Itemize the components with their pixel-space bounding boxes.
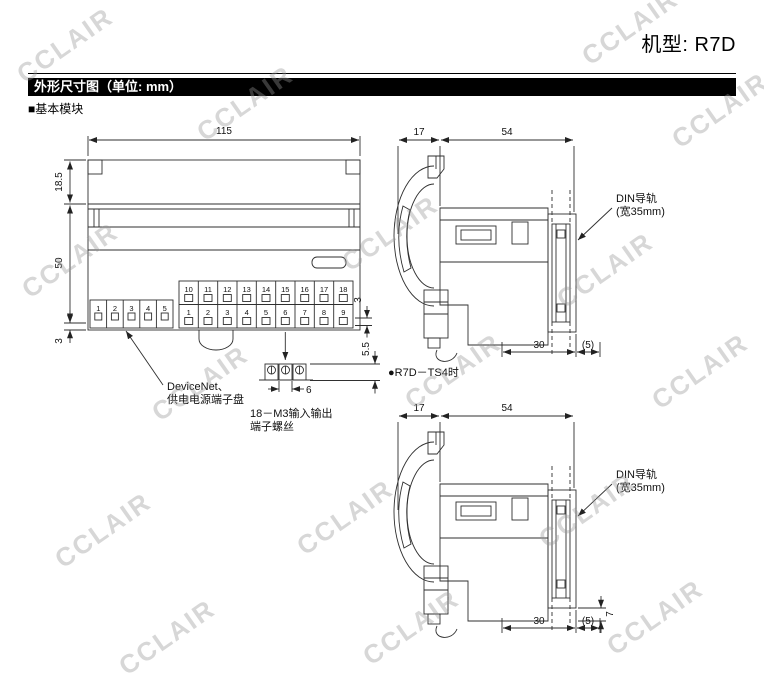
dim-screw-6: 6 bbox=[306, 385, 312, 396]
label-din-rail-line2: (宽35mm) bbox=[616, 480, 665, 494]
dim-depth-17: 17 bbox=[413, 403, 425, 414]
dim-height-18-5: 18.5 bbox=[54, 172, 65, 192]
datasheet-page: 机型: R7D 外形尺寸图（单位: mm） ■基本模块 bbox=[11, 0, 764, 681]
label-din-rail-line1: DIN导轨 bbox=[616, 191, 657, 205]
power-terminal-number: 1 bbox=[96, 304, 100, 313]
label-din-rail-line2: (宽35mm) bbox=[616, 204, 665, 218]
dim-bottom-ref-5: (5) bbox=[582, 340, 594, 351]
power-terminal-number: 2 bbox=[113, 304, 117, 313]
io-terminal-number: 10 bbox=[185, 285, 193, 294]
label-devicenet-line2: 供电电源端子盘 bbox=[167, 392, 244, 406]
io-terminal-number: 18 bbox=[339, 285, 347, 294]
screw-detail bbox=[259, 332, 313, 392]
io-terminal-number: 15 bbox=[281, 285, 289, 294]
io-terminal-number: 3 bbox=[225, 308, 229, 317]
dim-bottom-30: 30 bbox=[533, 616, 545, 627]
io-terminal-number: 2 bbox=[206, 308, 210, 317]
model-label: 机型: R7D bbox=[641, 34, 736, 56]
io-terminal-number: 11 bbox=[204, 285, 212, 294]
label-din-rail-line1: DIN导轨 bbox=[616, 467, 657, 481]
dim-depth-17: 17 bbox=[413, 127, 425, 138]
io-terminal-number: 4 bbox=[245, 308, 249, 317]
title-rule bbox=[28, 73, 736, 74]
label-screws-line1: 18－M3输入输出 bbox=[250, 406, 333, 420]
side-view-bottom-labels: 17 54 30 (5) 7 DIN导轨 (宽35mm) bbox=[413, 403, 664, 627]
dim-bottom-30: 30 bbox=[533, 340, 545, 351]
dim-screw-5-5: 5.5 bbox=[361, 342, 372, 356]
dim-depth-54: 54 bbox=[501, 127, 513, 138]
io-terminal-number: 1 bbox=[187, 308, 191, 317]
label-screws-line2: 端子螺丝 bbox=[250, 420, 294, 433]
dimension-drawing: 10 11 12 13 14 15 16 17 18 1 2 3 4 5 6 7… bbox=[54, 126, 665, 660]
io-terminal-number: 14 bbox=[262, 285, 270, 294]
label-devicenet-line1: DeviceNet、 bbox=[167, 381, 229, 393]
io-terminal-number: 13 bbox=[243, 285, 251, 294]
io-terminal-number: 9 bbox=[341, 308, 345, 317]
side-view-top-labels: 17 54 30 (5) DIN导轨 (宽35mm) ●R7D－TS4时 bbox=[388, 127, 665, 379]
io-terminal-block bbox=[178, 280, 354, 329]
io-terminal-number: 12 bbox=[223, 285, 231, 294]
power-terminal-numbers: 1 2 3 4 5 bbox=[96, 304, 167, 313]
side-view-top-linework bbox=[394, 140, 612, 361]
io-terminal-number: 5 bbox=[264, 308, 268, 317]
power-terminal-number: 5 bbox=[163, 304, 167, 313]
power-terminal-number: 3 bbox=[129, 304, 133, 313]
dim-step-7: 7 bbox=[605, 611, 616, 617]
io-terminal-number: 17 bbox=[320, 285, 328, 294]
title-bar-text: 外形尺寸图（单位: mm） bbox=[34, 79, 183, 94]
dim-width-115: 115 bbox=[216, 126, 232, 137]
io-terminal-number: 7 bbox=[303, 308, 307, 317]
title-bar: 外形尺寸图（单位: mm） bbox=[28, 78, 736, 96]
section-label: ■基本模块 bbox=[28, 102, 84, 116]
dim-height-3: 3 bbox=[54, 338, 65, 344]
io-terminal-numbers: 10 11 12 13 14 15 16 17 18 1 2 3 4 5 6 7… bbox=[185, 285, 348, 317]
dim-bottom-ref-5: (5) bbox=[582, 616, 594, 627]
dim-right-3: 3 bbox=[353, 297, 364, 303]
front-view-dimensions bbox=[64, 136, 380, 394]
io-terminal-number: 6 bbox=[283, 308, 287, 317]
front-view-body bbox=[87, 159, 361, 351]
power-terminal-block bbox=[89, 299, 174, 329]
io-terminal-number: 8 bbox=[322, 308, 326, 317]
side-view-bottom-step-dim bbox=[578, 596, 606, 633]
power-terminal-number: 4 bbox=[146, 304, 150, 313]
dim-depth-54: 54 bbox=[501, 403, 513, 414]
caption-r7d-ts4: ●R7D－TS4时 bbox=[388, 366, 459, 379]
side-view-bottom-linework bbox=[394, 416, 612, 637]
io-terminal-number: 16 bbox=[301, 285, 309, 294]
dim-height-50: 50 bbox=[54, 257, 65, 269]
